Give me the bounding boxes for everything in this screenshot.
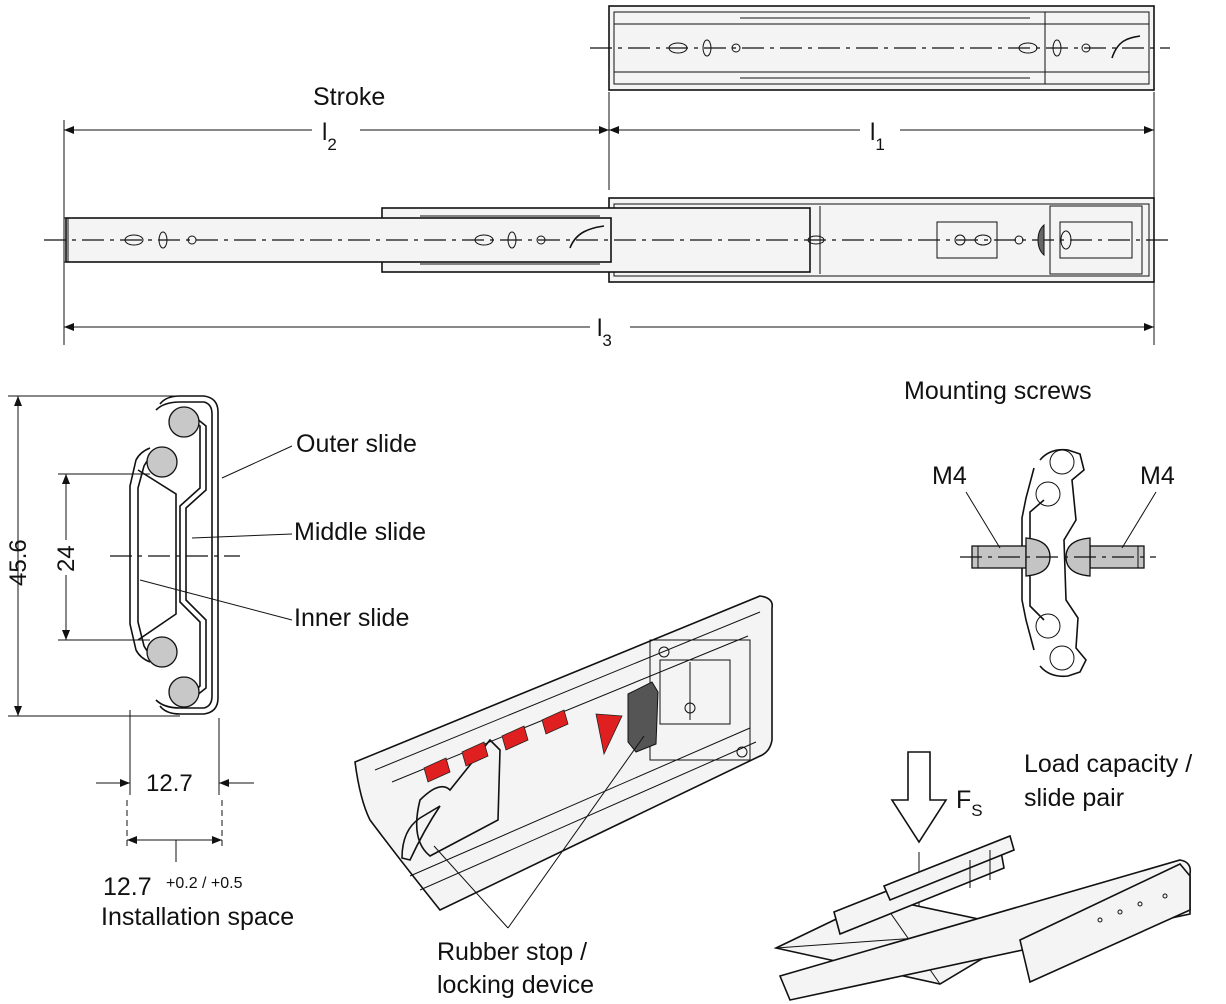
inner-height-dimension: 24 xyxy=(53,545,80,572)
install-tolerance: +0.2 / +0.5 xyxy=(166,875,243,892)
l1-label: l1 xyxy=(870,119,885,154)
mounting-screws-view xyxy=(960,448,1157,678)
rubber-stop-label-line2: locking device xyxy=(437,971,594,999)
mounting-screws-label: Mounting screws xyxy=(904,377,1092,405)
dimension-lines xyxy=(63,92,1155,345)
l3-label: l3 xyxy=(597,315,612,350)
retracted-slide-view xyxy=(590,5,1170,91)
middle-slide-label: Middle slide xyxy=(294,518,426,546)
outer-slide-label: Outer slide xyxy=(296,430,417,458)
force-label: FS xyxy=(956,786,983,820)
stroke-label: Stroke xyxy=(313,83,385,111)
width-dimension: 12.7 xyxy=(146,770,193,797)
install-value: 12.7 xyxy=(103,873,152,901)
l2-label: l2 xyxy=(322,119,337,154)
m4-right-label: M4 xyxy=(1140,462,1175,490)
inner-slide-label: Inner slide xyxy=(294,604,409,632)
cross-section-view xyxy=(8,395,293,862)
rubber-stop-detail xyxy=(354,595,774,929)
height-dimension: 45.6 xyxy=(5,539,32,586)
extended-slide-view xyxy=(44,197,1170,283)
installation-space-label: Installation space xyxy=(101,903,294,931)
m4-left-label: M4 xyxy=(932,462,967,490)
rubber-stop-label-line1: Rubber stop / xyxy=(437,938,587,966)
load-capacity-label-line1: Load capacity / xyxy=(1024,750,1192,778)
load-capacity-label-line2: slide pair xyxy=(1024,784,1124,812)
load-capacity-view xyxy=(773,751,1192,1001)
